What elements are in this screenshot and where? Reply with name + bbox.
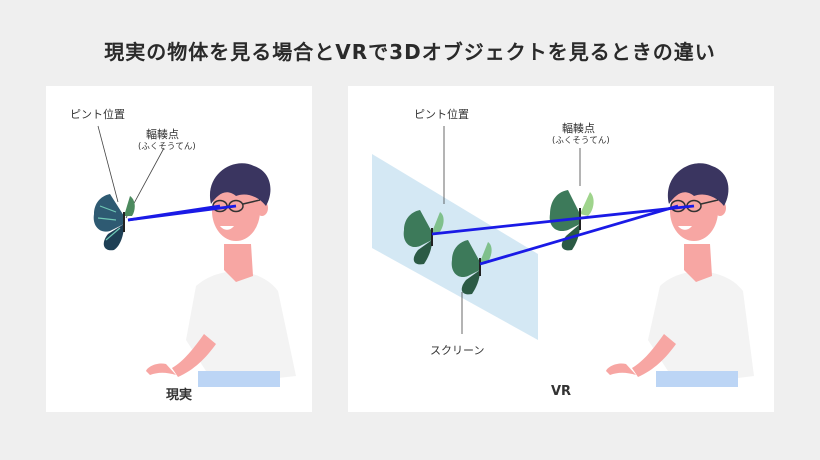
convergence-point-reading: (ふくそうてん) bbox=[552, 136, 610, 146]
focus-position-label: ピント位置 bbox=[70, 108, 125, 121]
reality-illustration bbox=[93, 125, 296, 387]
left-eye-sight-line bbox=[479, 204, 679, 266]
butterfly bbox=[93, 194, 135, 251]
vr-screen bbox=[372, 154, 538, 340]
reality-caption: 現実 bbox=[165, 388, 192, 403]
convergence-point-reading: (ふくそうてん) bbox=[138, 142, 196, 152]
butterfly-image-right bbox=[451, 240, 492, 295]
right-eye-sight-line bbox=[431, 204, 695, 236]
convergence-point-label: 輻輳点 bbox=[146, 128, 179, 141]
right-eye-sight-line bbox=[127, 204, 237, 222]
focus-position-label: ピント位置 bbox=[414, 108, 469, 121]
vr-panel: ピント位置 輻輳点 (ふくそうてん) スクリーン VR bbox=[348, 86, 774, 412]
page-title: 現実の物体を見る場合とVRで3Dオブジェクトを見るときの違い bbox=[104, 40, 716, 64]
person-figure bbox=[606, 163, 754, 387]
vr-caption: VR bbox=[550, 384, 572, 399]
focus-pointer-line bbox=[97, 125, 119, 203]
butterfly-image-left bbox=[403, 210, 444, 265]
reality-panel: ピント位置 輻輳点 (ふくそうてん) 現実 bbox=[46, 86, 312, 412]
vr-illustration bbox=[372, 126, 754, 387]
convergence-point-label: 輻輳点 bbox=[562, 122, 595, 135]
person-figure bbox=[146, 163, 296, 387]
screen-label: スクリーン bbox=[430, 344, 485, 357]
